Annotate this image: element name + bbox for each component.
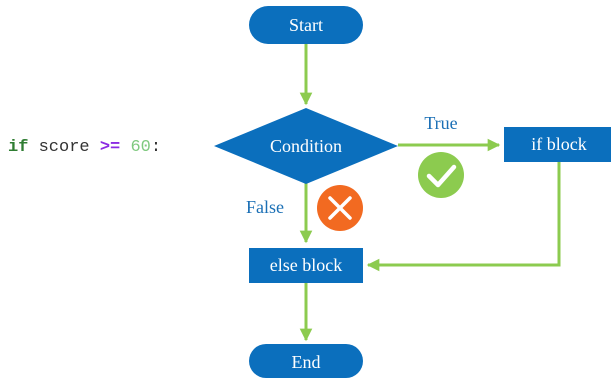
if-block-label: if block — [531, 134, 587, 154]
code-operator: >= — [100, 138, 120, 157]
x-circle-icon — [317, 185, 363, 231]
condition-node: Condition — [214, 108, 398, 184]
true-edge-label: True — [424, 113, 457, 133]
else-block-label: else block — [270, 255, 342, 275]
code-number: 60 — [130, 138, 150, 157]
condition-label: Condition — [270, 136, 342, 156]
else-block-node: else block — [249, 248, 363, 283]
code-variable: score — [39, 138, 90, 157]
false-edge-label: False — [246, 197, 284, 217]
code-colon: : — [151, 138, 161, 157]
end-label: End — [292, 352, 321, 372]
arrow-if-block-to-else-block — [366, 161, 561, 272]
start-label: Start — [289, 15, 323, 35]
start-node: Start — [249, 6, 363, 44]
end-node: End — [249, 344, 363, 378]
code-keyword: if — [8, 138, 28, 157]
check-circle-icon — [418, 152, 464, 198]
connectors — [299, 44, 561, 342]
code-snippet: if score >= 60: — [8, 138, 161, 157]
if-block-node: if block — [504, 127, 611, 162]
